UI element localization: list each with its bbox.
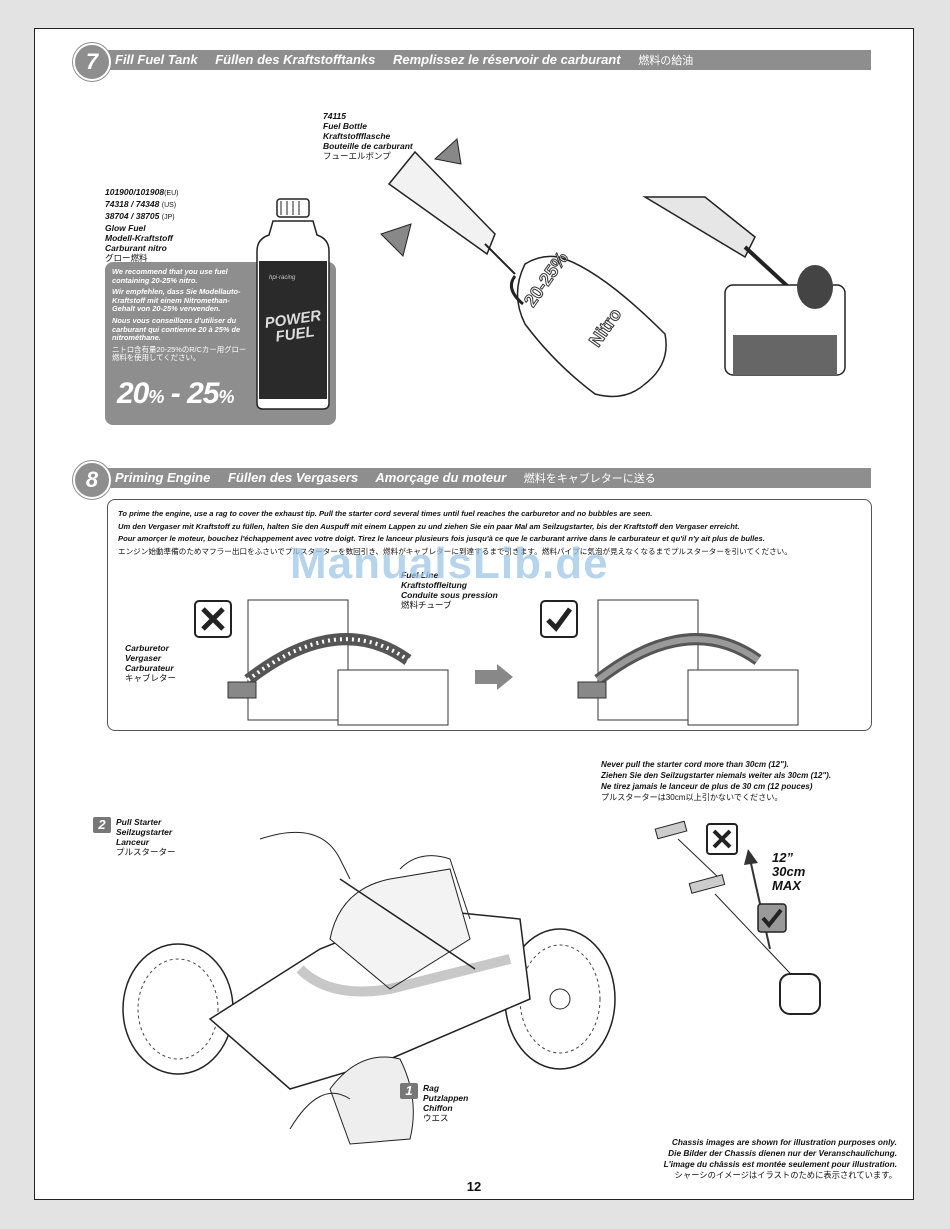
fuel-line-en: Fuel Line — [401, 570, 439, 580]
glow-fuel-de: Modell-Kraftstoff — [105, 233, 173, 243]
fuel-can-illustration — [256, 198, 330, 410]
pull-correct-icon — [757, 903, 787, 933]
carburetor-jp: キャブレター — [125, 673, 177, 683]
recommend-fr: Nous vous conseillons d'utiliser du carb… — [112, 315, 241, 343]
max-line3: MAX — [772, 878, 801, 893]
rag-de: Putzlappen — [423, 1093, 469, 1103]
engine-correct-illustration — [577, 599, 799, 726]
warning-en: Never pull the starter cord more than 30… — [601, 760, 789, 769]
pull-starter-jp: プルスターター — [116, 847, 176, 857]
fuel-bottle-fr: Bouteille de carburant — [323, 141, 413, 151]
step7-title-fr: Remplissez le réservoir de carburant — [392, 52, 621, 67]
glow-fuel-region-1: (EU) — [164, 190, 179, 197]
step7-title-bar: Fill Fuel Tank Füllen des Kraftstofftank… — [83, 50, 871, 70]
warning-jp: プルスターターは30cm以上引かないでください。 — [601, 793, 783, 802]
fuel-line-label: Fuel Line Kraftstoffleitung Conduite sou… — [401, 570, 498, 610]
glow-fuel-label: 101900/101908(EU) 74318 / 74348 (US) 387… — [105, 187, 178, 263]
fuel-bottle-label: 74115 Fuel Bottle Kraftstoffflasche Bout… — [323, 111, 413, 161]
instructions-fr: Pour amorçer le moteur, bouchez l'échapp… — [118, 534, 765, 543]
max-pull-length: 12” 30cm MAX — [772, 851, 805, 893]
glow-fuel-part-2: 74318 / 74348 — [105, 199, 160, 209]
watermark: ManualsLib.de — [290, 539, 609, 588]
fuel-bottle-and-jug-illustration — [380, 138, 667, 398]
step8-title-jp: 燃料をキャブレターに送る — [523, 473, 656, 485]
warning-de: Ziehen Sie den Seilzugstarter niemals we… — [601, 771, 832, 780]
rag-number: 1 — [400, 1083, 418, 1099]
rag-en: Rag — [423, 1083, 440, 1093]
fuel-bottle-part-no: 74115 — [323, 111, 347, 121]
instructions-jp: エンジン始動準備のためマフラー出口をふさいでプルスターターを数回引き、燃料がキャ… — [118, 546, 792, 556]
manual-page: Fill Fuel Tank Füllen des Kraftstofftank… — [34, 28, 914, 1200]
disclaimer-fr: L'image du châssis est montée seulement … — [663, 1159, 897, 1169]
carburetor-en: Carburetor — [125, 643, 169, 653]
disclaimer-en: Chassis images are shown for illustratio… — [671, 1137, 897, 1147]
warning-fr: Ne tirez jamais le lanceur de plus de 30… — [601, 782, 813, 791]
glow-fuel-en: Glow Fuel — [105, 223, 146, 233]
max-line2: 30cm — [772, 864, 806, 879]
pct-b: 25 — [187, 377, 219, 410]
step8-title-en: Priming Engine — [115, 470, 211, 485]
fuel-line-jp: 燃料チューブ — [401, 600, 452, 610]
disclaimer-jp: シャーシのイメージはイラストのために表示されています。 — [674, 1170, 897, 1180]
glow-fuel-fr: Carburant nitro — [105, 243, 167, 253]
glow-fuel-part-3: 38704 / 38705 — [105, 211, 160, 221]
step7-title-en: Fill Fuel Tank — [115, 52, 198, 67]
rag-fr: Chiffon — [423, 1103, 453, 1113]
engine-wrong-illustration — [227, 599, 449, 726]
instructions-de: Um den Vergaser mit Kraftstoff zu füllen… — [118, 521, 740, 531]
pull-starter-de: Seilzugstarter — [116, 827, 173, 837]
pct-sign-b: % — [218, 387, 234, 407]
buggy-chassis-illustration — [122, 831, 616, 1145]
pull-starter-en: Pull Starter — [116, 817, 162, 827]
wrong-mark-icon — [194, 600, 232, 638]
recommend-jp: ニトロ含有量20-25%のR/Cカー用グロー燃料を使用してください。 — [112, 344, 247, 363]
pull-starter-label: 2 Pull Starter Seilzugstarter Lanceur プル… — [93, 817, 176, 857]
glow-fuel-region-3: (JP) — [161, 214, 175, 221]
step7-title-de: Füllen des Kraftstofftanks — [215, 52, 376, 67]
chassis-disclaimer: Chassis images are shown for illustratio… — [664, 1137, 897, 1181]
step8-title-bar: Priming Engine Füllen des Vergasers Amor… — [83, 468, 871, 488]
max-line1: 12” — [772, 850, 793, 865]
disclaimer-de: Die Bilder der Chassis dienen nur der Ve… — [668, 1148, 897, 1158]
pct-sep: - — [163, 377, 188, 410]
fuel-bottle-jp: フューエルボンプ — [323, 151, 391, 161]
glow-fuel-jp: グロー燃料 — [105, 253, 148, 263]
priming-instructions-box: To prime the engine, use a rag to cover … — [107, 499, 872, 731]
starter-warning: Never pull the starter cord more than 30… — [601, 759, 831, 803]
pct-a: 20 — [117, 377, 149, 410]
fuel-bottle-en: Fuel Bottle — [323, 121, 367, 131]
pull-starter-number: 2 — [93, 817, 111, 833]
fuel-line-fr: Conduite sous pression — [401, 590, 498, 600]
carburetor-fr: Carburateur — [125, 663, 174, 673]
rag-jp: ウエス — [423, 1113, 449, 1123]
recommend-de: Wir empfehlen, dass Sie Modellauto-Kraft… — [112, 287, 241, 314]
pct-sign-a: % — [148, 387, 164, 407]
carburetor-label: Carburetor Vergaser Carburateur キャブレター — [125, 643, 177, 683]
fuel-tank-illustration — [642, 196, 846, 376]
carburetor-de: Vergaser — [125, 653, 162, 663]
step7-number-badge: 7 — [73, 43, 111, 81]
fuel-bottle-de: Kraftstoffflasche — [323, 131, 391, 141]
step8-number-badge: 8 — [73, 461, 111, 499]
rag-label: 1 Rag Putzlappen Chiffon ウエス — [400, 1083, 468, 1123]
correct-mark-icon — [540, 600, 578, 638]
nitro-percentage: 20% - 25% — [117, 377, 234, 411]
glow-fuel-region-2: (US) — [161, 202, 177, 209]
recommend-en: We recommend that you use fuel containin… — [112, 267, 228, 285]
fuel-can-brand: hpi·racing — [269, 275, 296, 281]
step7-title-jp: 燃料の給油 — [638, 55, 694, 67]
glow-fuel-part-1: 101900/101908 — [105, 187, 165, 197]
step8-title-fr: Amorçage du moteur — [375, 470, 507, 485]
pull-starter-fr: Lanceur — [116, 837, 150, 847]
pull-wrong-icon — [706, 823, 738, 855]
fuel-line-de: Kraftstoffleitung — [401, 580, 467, 590]
arrow-right-icon — [475, 664, 513, 690]
page-number: 12 — [466, 1179, 482, 1194]
pull-starter-diagram — [654, 820, 821, 1015]
step8-title-de: Füllen des Vergasers — [227, 470, 359, 485]
instructions-en: To prime the engine, use a rag to cover … — [118, 509, 653, 518]
